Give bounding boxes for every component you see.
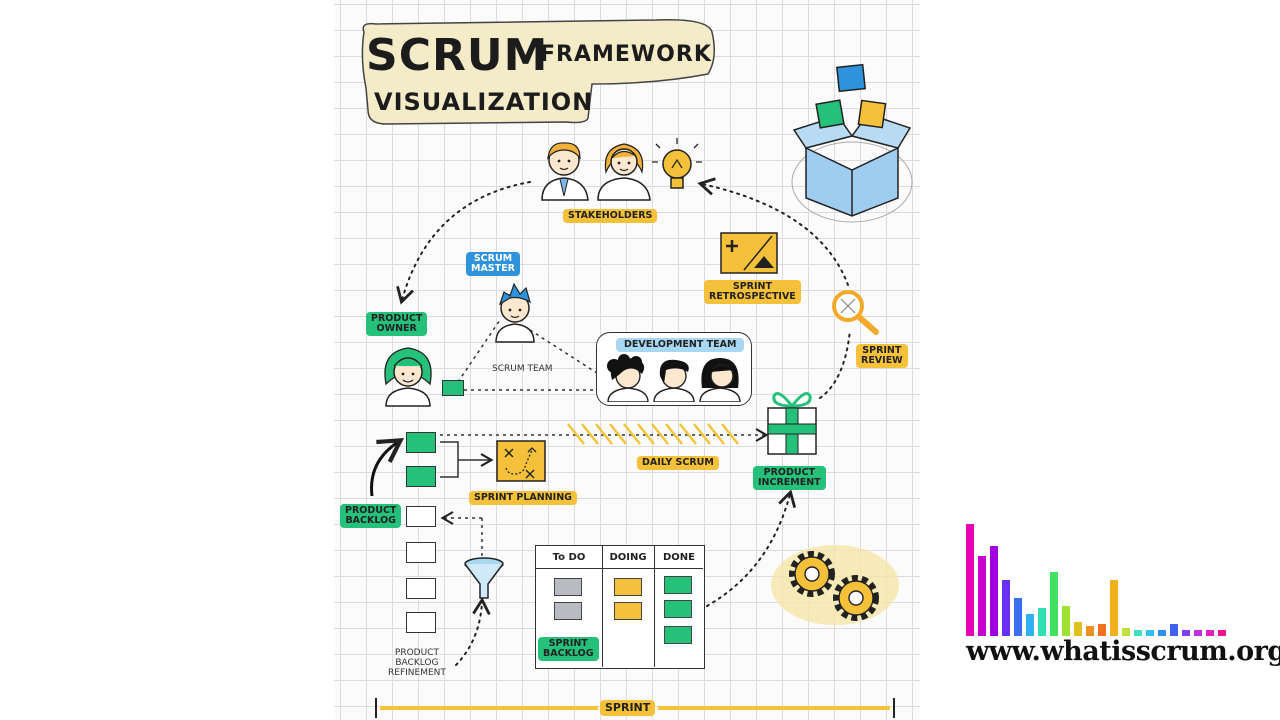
board-column-todo: To DO bbox=[552, 552, 586, 563]
scrum-team-label: SCRUM TEAM bbox=[492, 364, 553, 374]
lightbulb-icon bbox=[652, 138, 702, 189]
sprint-planning-icon bbox=[496, 440, 546, 482]
watermark-url: www.whatisscrum.org bbox=[966, 636, 1280, 667]
gears-illustration bbox=[771, 545, 899, 625]
backlog-item-4 bbox=[406, 542, 436, 563]
developers-avatars bbox=[607, 354, 741, 402]
businessman-icon bbox=[541, 142, 589, 201]
done-card-1 bbox=[664, 576, 692, 594]
done-card-2 bbox=[664, 600, 692, 618]
daily-scrum-label: DAILY SCRUM bbox=[637, 456, 719, 470]
yellow-cube-icon bbox=[857, 99, 887, 129]
gear-icon-2 bbox=[833, 575, 879, 621]
product-backlog-label: PRODUCT BACKLOG bbox=[340, 504, 402, 528]
title-framework: FRAMEWORK bbox=[540, 42, 712, 67]
development-team-label: DEVELOPMENT TEAM bbox=[616, 338, 745, 352]
magnifier-icon bbox=[832, 290, 879, 335]
developer-1-avatar bbox=[607, 354, 649, 402]
product-box-illustration bbox=[791, 63, 913, 223]
board-column-divider-1 bbox=[602, 546, 603, 667]
board-column-doing: DOING bbox=[609, 552, 647, 563]
sprint-label: SPRINT bbox=[600, 700, 656, 716]
backlog-item-3 bbox=[406, 506, 436, 527]
gift-icon bbox=[767, 392, 817, 455]
backlog-item-6 bbox=[406, 612, 436, 633]
todo-card-1 bbox=[554, 578, 582, 596]
businesswoman-icon bbox=[597, 143, 651, 201]
title-visualization: VISUALIZATION bbox=[374, 88, 594, 116]
gear-icon bbox=[789, 551, 835, 597]
board-column-done: DONE bbox=[662, 552, 695, 563]
retrospective-icon bbox=[720, 232, 778, 274]
sprint-retrospective-label: SPRINT RETROSPECTIVE bbox=[704, 280, 801, 304]
backlog-item-1 bbox=[406, 432, 436, 453]
backlog-item-2 bbox=[406, 466, 436, 487]
blue-cube-icon bbox=[835, 63, 867, 93]
scrum-master-label: SCRUM MASTER bbox=[466, 252, 520, 276]
sprint-review-label: SPRINT REVIEW bbox=[856, 344, 908, 368]
sprint-backlog-label: SPRINT BACKLOG bbox=[538, 637, 599, 661]
stakeholders-illustration bbox=[541, 138, 702, 201]
developer-3-avatar bbox=[699, 358, 741, 402]
board-header-divider bbox=[536, 568, 703, 569]
todo-card-2 bbox=[554, 602, 582, 620]
green-cube-icon bbox=[815, 99, 845, 129]
doing-card-1 bbox=[614, 578, 642, 596]
developer-2-avatar bbox=[653, 359, 695, 402]
title-plaque bbox=[361, 19, 715, 125]
equalizer-logo bbox=[966, 524, 1226, 636]
sprint-backlog-board: To DO DOING DONE bbox=[535, 545, 705, 669]
backlog-item-5 bbox=[406, 578, 436, 599]
stakeholders-label: STAKEHOLDERS bbox=[563, 209, 658, 223]
board-column-divider-2 bbox=[654, 546, 655, 667]
done-card-3 bbox=[664, 626, 692, 644]
product-owner-label: PRODUCT OWNER bbox=[366, 312, 428, 336]
product-owner-avatar bbox=[384, 347, 432, 407]
doing-card-2 bbox=[614, 602, 642, 620]
title-scrum: SCRUM bbox=[366, 30, 549, 81]
product-backlog-refinement-label: PRODUCT BACKLOG REFINEMENT bbox=[388, 648, 446, 678]
product-increment-label: PRODUCT INCREMENT bbox=[753, 466, 826, 490]
scrum-master-avatar bbox=[495, 282, 535, 343]
funnel-icon bbox=[464, 557, 504, 599]
product-owner-card-icon bbox=[442, 380, 464, 396]
sprint-planning-label: SPRINT PLANNING bbox=[469, 491, 577, 505]
